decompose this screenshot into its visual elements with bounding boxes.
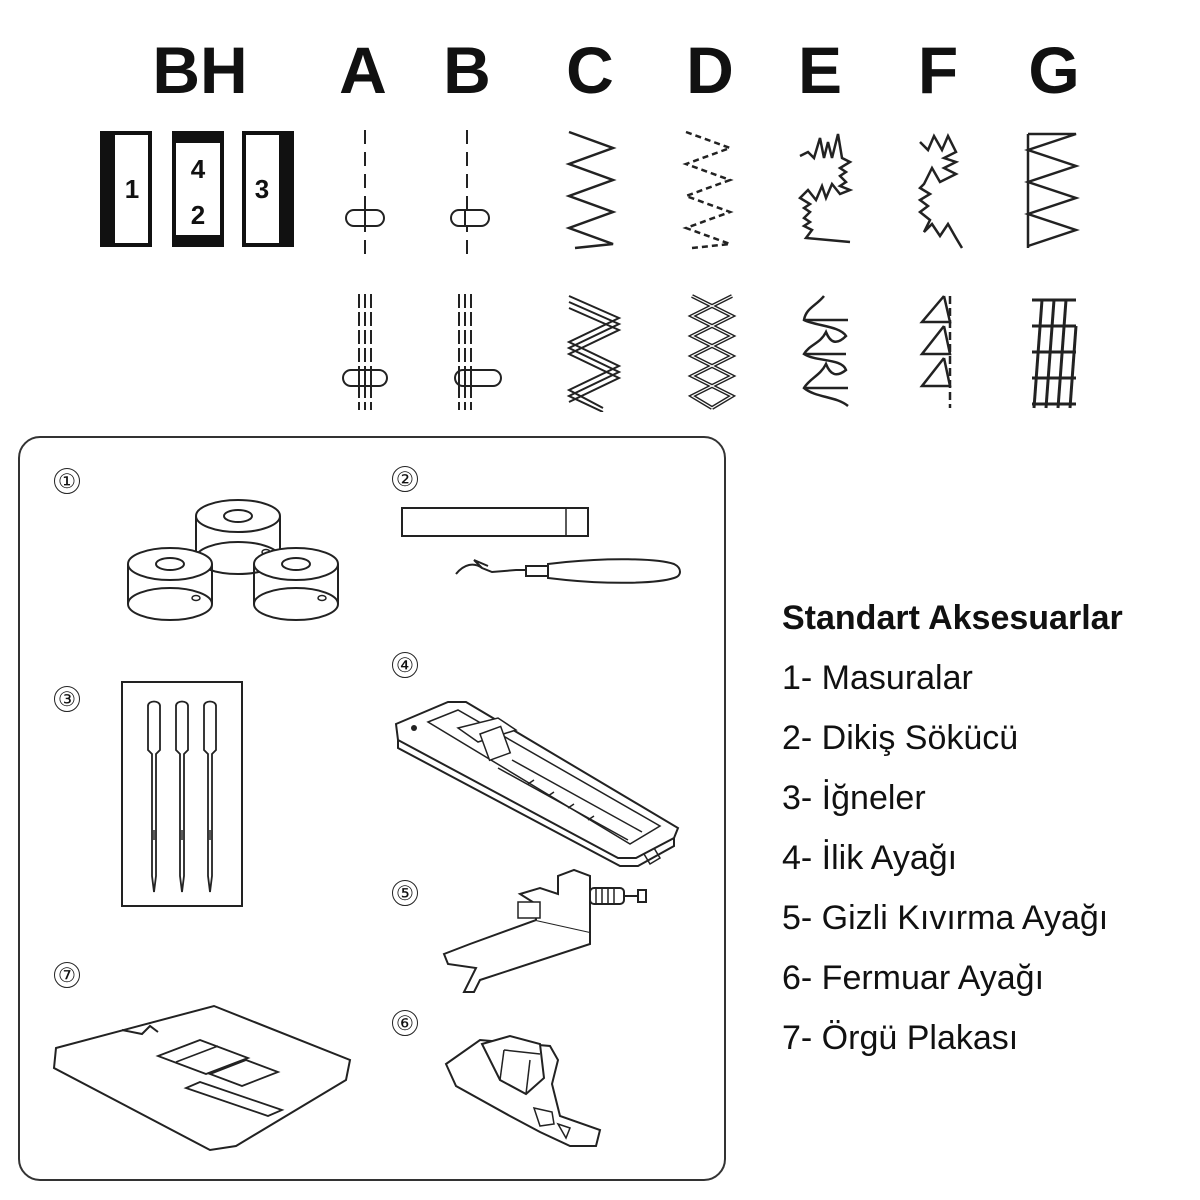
needle-icon	[147, 700, 161, 893]
stitch-f-blind-hem-icon	[917, 133, 964, 249]
stitch-c-triple-zigzag-icon	[566, 295, 622, 412]
marker-1: ①	[54, 468, 80, 494]
header-g: G	[1028, 33, 1080, 107]
header-e: E	[797, 33, 843, 107]
header-bh: BH	[152, 33, 248, 107]
legend-item-blind-hem-foot: 5- Gizli Kıvırma Ayağı	[782, 899, 1109, 937]
header-a: A	[339, 33, 387, 107]
bh-step-4: 4	[191, 154, 206, 184]
legend-item-darning-plate: 7- Örgü Plakası	[782, 1019, 1019, 1057]
marker-5: ⑤	[392, 880, 418, 906]
stitch-g-overlock-icon	[1032, 298, 1078, 409]
header-f: F	[917, 33, 959, 107]
bobbins-illustration	[127, 499, 339, 621]
accessories-legend: Standart Aksesuarlar 1- Masuralar 2- Dik…	[782, 596, 1123, 1076]
header-d: D	[686, 33, 734, 107]
legend-title: Standart Aksesuarlar	[782, 599, 1123, 637]
marker-6: ⑥	[392, 1010, 418, 1036]
header-c: C	[566, 33, 614, 107]
bobbin-icon	[127, 547, 213, 621]
accessories-panel: ① ② ③ ④ ⑤ ⑥ ⑦	[18, 436, 726, 1181]
legend-item-needles: 3- İğneler	[782, 779, 926, 817]
stitch-d-dashed-zigzag-icon	[682, 130, 734, 250]
bh-step-3: 3	[255, 174, 269, 204]
zipper-foot-illustration	[444, 1034, 602, 1147]
marker-4: ④	[392, 652, 418, 678]
bobbin-icon	[253, 547, 339, 621]
stitch-e-wave-icon	[802, 295, 849, 408]
stitch-b-triple-straight-icon	[454, 294, 502, 410]
seam-ripper-icon	[455, 558, 681, 584]
stitch-e-multizigzag-icon	[797, 133, 854, 244]
marker-7: ⑦	[54, 962, 80, 988]
stitch-a-triple-straight-icon	[342, 294, 388, 410]
needles-illustration	[121, 681, 243, 907]
stitch-a-straight-icon	[345, 130, 385, 256]
legend-item-seam-ripper: 2- Dikiş Sökücü	[782, 719, 1019, 757]
buttonhole-foot-illustration	[394, 701, 680, 867]
stitch-g-overcast-icon	[1024, 132, 1080, 248]
needle-icon	[175, 700, 189, 893]
bh-step-1: 1	[125, 174, 139, 204]
legend-item-bobbins: 1- Masuralar	[782, 659, 973, 697]
legend-item-buttonhole-foot: 4- İlik Ayağı	[782, 839, 958, 877]
seam-ripper-cap-icon	[401, 507, 589, 537]
legend-item-zipper-foot: 6- Fermuar Ayağı	[782, 959, 1045, 997]
darning-plate-illustration	[52, 1004, 352, 1152]
header-b: B	[443, 33, 491, 107]
needle-icon	[203, 700, 217, 893]
stitch-c-zigzag-icon	[565, 130, 617, 250]
bh-step-2: 2	[191, 200, 205, 230]
stitch-b-straight-icon	[450, 130, 490, 256]
blind-hem-foot-illustration	[442, 868, 647, 993]
marker-3: ③	[54, 686, 80, 712]
seam-ripper-illustration	[401, 507, 681, 584]
stitch-f-triangle-icon	[919, 295, 952, 408]
stitch-d-crossed-icon	[687, 294, 737, 410]
marker-2: ②	[392, 466, 418, 492]
buttonhole-steps-icon: 1 4 2 3	[100, 131, 294, 247]
